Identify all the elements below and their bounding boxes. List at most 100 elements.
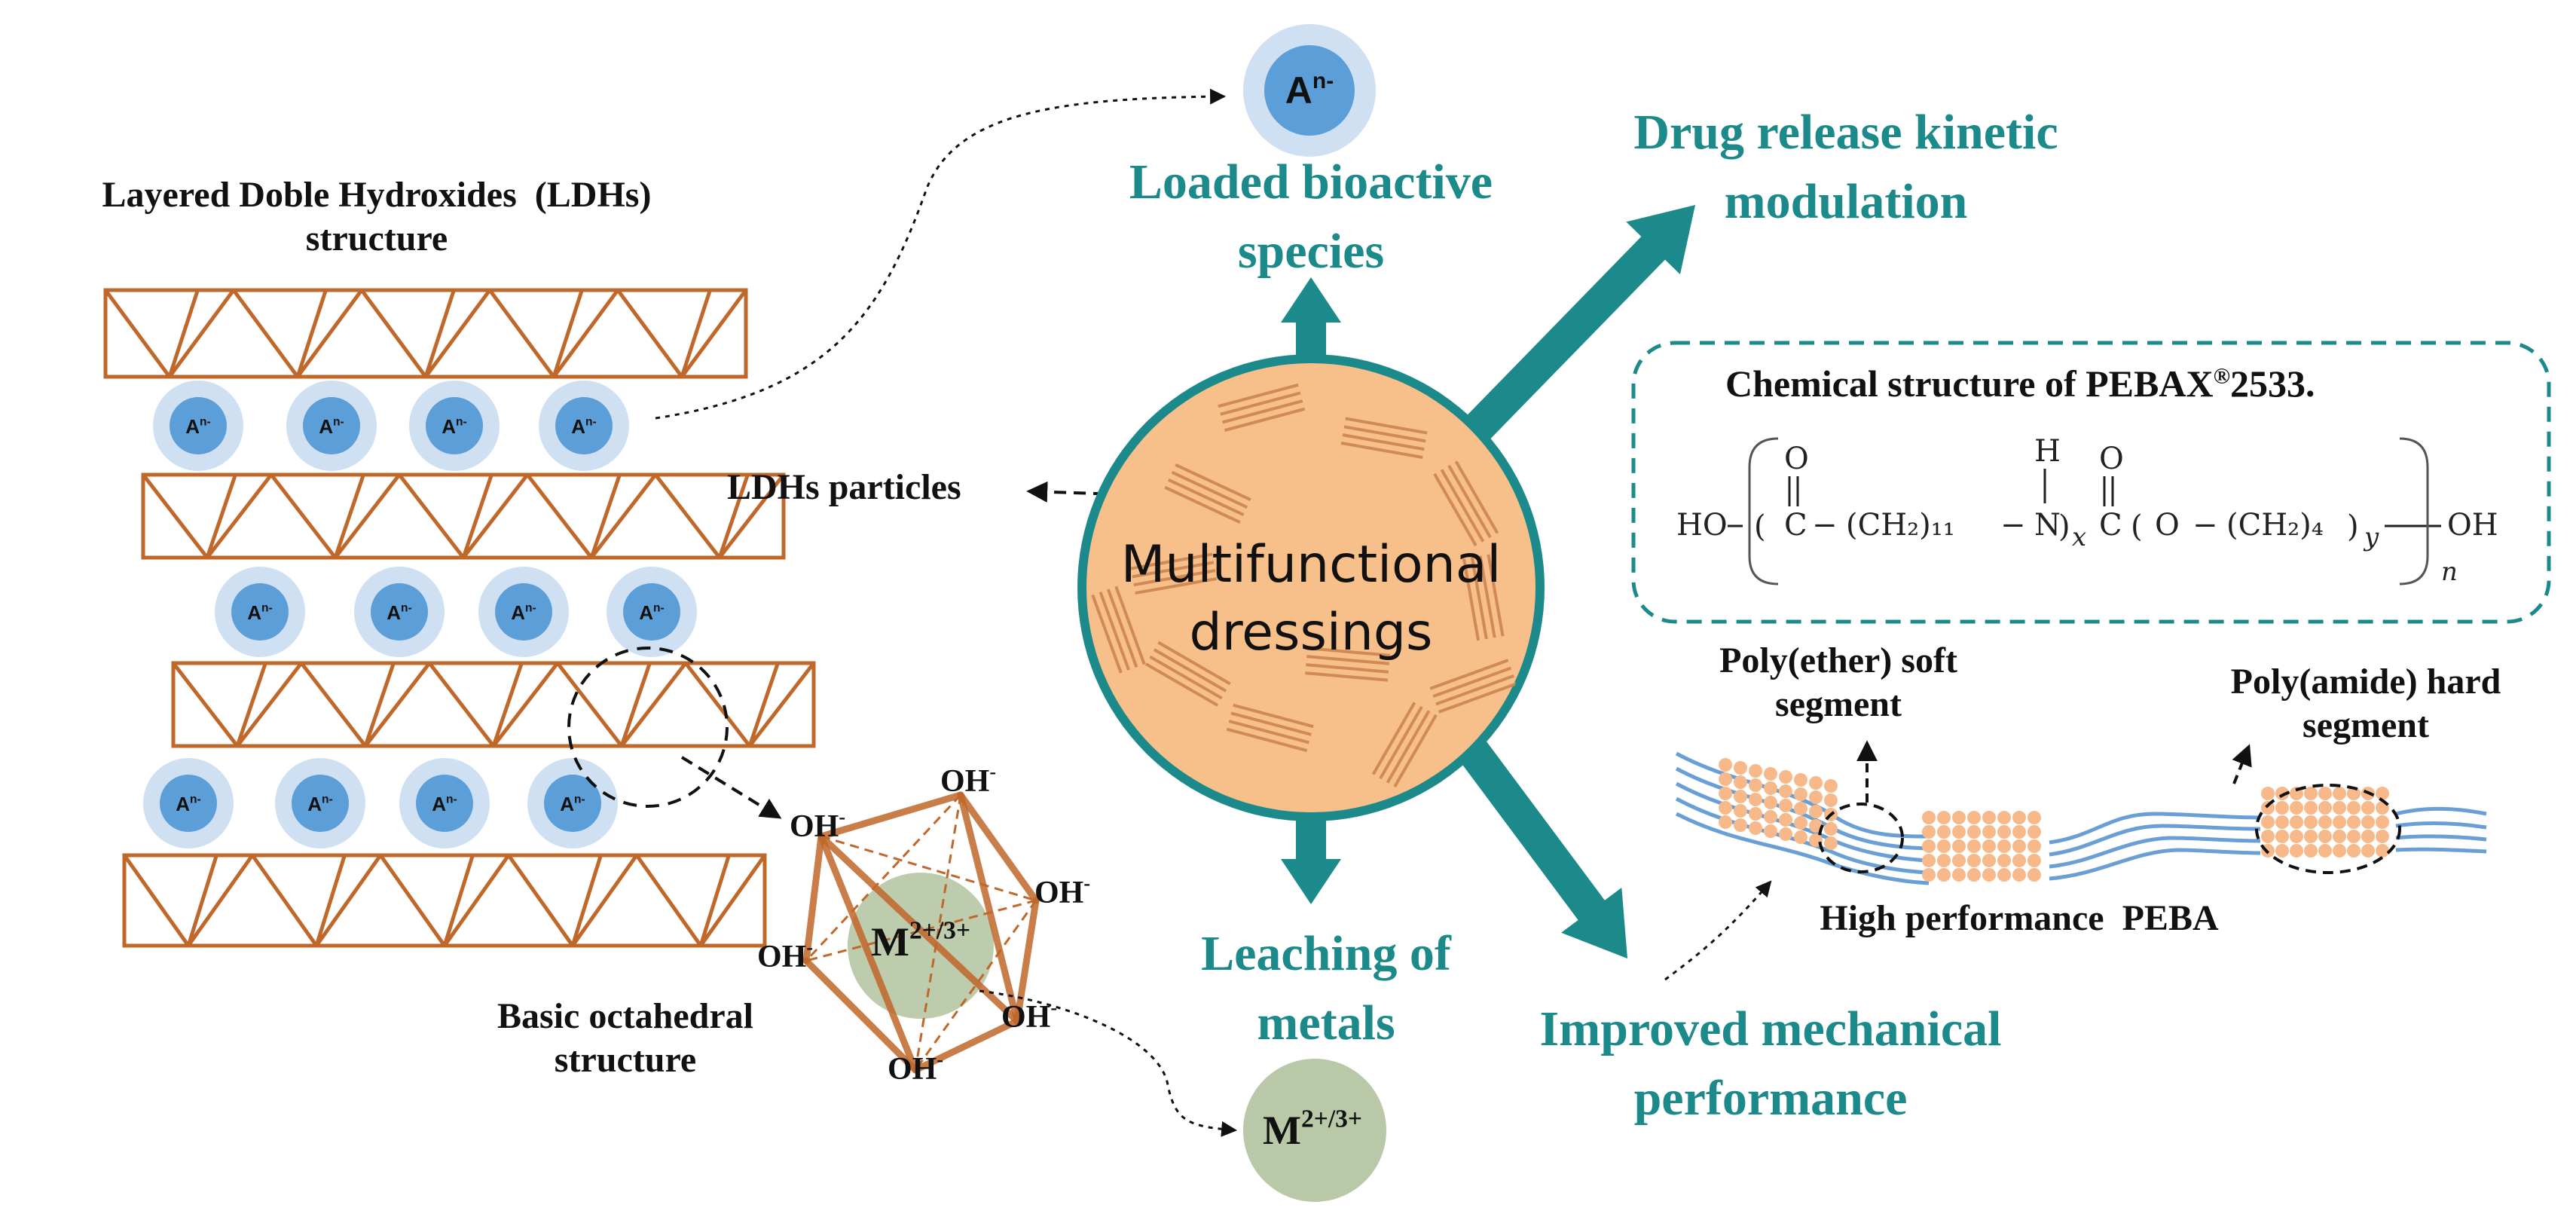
hydroxyl-label: OH- <box>888 1048 943 1087</box>
formula-carbonyl-o1: O <box>1784 442 1809 476</box>
interlayer-anion: An- <box>143 758 234 848</box>
svg-text:−: − <box>2193 508 2218 543</box>
hard-segment-block <box>2261 787 2389 858</box>
hydroxyl-label: OH- <box>790 806 845 844</box>
metal-release-connector <box>979 989 1238 1137</box>
polymer-strand <box>2049 812 2261 845</box>
formula-ho: HO <box>1676 508 1728 543</box>
zoom-pointer <box>680 756 782 819</box>
formula-sub-n: n <box>2441 557 2458 587</box>
interlayer-anion: An- <box>607 567 697 657</box>
formula-amide-n: N <box>2034 508 2061 543</box>
ldh-particle <box>1218 383 1306 433</box>
octahedron: M2+/3+OH-OH-OH-OH-OH-OH- <box>757 760 1090 1087</box>
ldh-layer <box>122 853 767 948</box>
pebax-title: Chemical structure of PEBAX®2533. <box>1725 362 2315 405</box>
svg-text:−: − <box>2000 508 2026 543</box>
arrow-drug-release <box>1450 205 1695 457</box>
anion-label: An- <box>319 415 344 438</box>
ldh-particles-label: LDHs particles <box>727 467 961 507</box>
formula-bracket-right <box>2399 437 2429 585</box>
released-metal-label: M2+/3+ <box>1263 1105 1362 1153</box>
anion-label: An- <box>185 415 211 438</box>
formula-ether-o: O <box>2155 508 2180 543</box>
anion-label: An- <box>432 793 457 815</box>
svg-text:): ) <box>2347 509 2359 544</box>
ldh-particle <box>1164 463 1251 524</box>
anion-label: An- <box>560 793 585 815</box>
polymer-strand <box>1675 766 1930 851</box>
hard-segment-block <box>1922 811 2041 882</box>
anion-label: An- <box>511 601 536 624</box>
ldh-particle <box>1091 585 1146 674</box>
ldh-layer <box>141 472 786 560</box>
polymer-strand <box>2395 834 2487 842</box>
ldh-particle <box>1340 417 1428 460</box>
ldh-title: Layered Doble Hydroxides (LDHs) structur… <box>102 175 652 258</box>
hard-segment-pointer <box>2232 744 2252 784</box>
formula-carbonyl-c2: C <box>2099 508 2122 543</box>
interlayer-anion: An- <box>409 381 500 471</box>
hydroxyl-label: OH- <box>757 936 813 974</box>
interlayer-anion: An- <box>399 758 490 848</box>
arrow-down <box>1281 799 1341 904</box>
released-anion: An- <box>1243 24 1376 157</box>
svg-text:): ) <box>2058 509 2070 544</box>
anion-label: An- <box>307 793 333 815</box>
ldh-particle <box>1462 554 1505 641</box>
polymer-strand <box>2395 821 2487 830</box>
released-anion-label: An- <box>1285 69 1334 112</box>
polymer-strand <box>2395 806 2487 816</box>
interlayer-anion: An- <box>275 758 365 848</box>
anion-label: An- <box>387 601 412 624</box>
released-metal: M2+/3+ <box>1243 1059 1386 1202</box>
ldh-particle <box>1305 647 1390 682</box>
formula-amide-h: H <box>2034 434 2061 469</box>
anion-label: An- <box>247 601 273 624</box>
hydroxyl-label: OH- <box>1001 996 1057 1035</box>
anion-label: An- <box>176 793 201 815</box>
hard-segment-marker <box>2255 784 2401 874</box>
outcome-arrows <box>1281 205 1695 958</box>
octahedral-structure: M2+/3+OH-OH-OH-OH-OH-OH- <box>567 647 1090 1087</box>
polymer-strand <box>2049 836 2261 869</box>
ldh-particle <box>1130 552 1218 595</box>
polymer-strand <box>1675 812 1930 885</box>
ldh-layer <box>171 661 816 748</box>
polymer-strand <box>2049 824 2261 857</box>
arrow-up <box>1281 277 1341 377</box>
ldh-particle <box>1226 703 1314 753</box>
ldh-layer <box>103 288 748 379</box>
formula-carbonyl-o2: O <box>2099 442 2124 476</box>
dressing-circle <box>1077 354 1545 821</box>
connector-arrows: An- M2+/3+ <box>655 24 1772 1202</box>
metal-center <box>848 873 994 1019</box>
formula-sub-x: x <box>2072 522 2086 552</box>
anion-label: An- <box>639 601 665 624</box>
interlayer-anion: An- <box>153 381 243 471</box>
anion-label: An- <box>571 415 597 438</box>
ldh-particle <box>1371 702 1438 788</box>
interlayer-anion: An- <box>478 567 569 657</box>
interlayer-anion: An- <box>286 381 377 471</box>
polymer-strand <box>2049 848 2261 881</box>
svg-text:−: − <box>1812 508 1838 543</box>
peba-caption: High performance PEBA <box>1820 898 2219 938</box>
interlayer-anion: An- <box>215 567 305 657</box>
formula-carbonyl-c1: C <box>1784 508 1807 543</box>
ldh-interlayer-ions: An- An- An- An- An- An- An- An- An- An- An- An- <box>143 381 697 848</box>
svg-text:(: ( <box>2131 509 2143 544</box>
interlayer-anion: An- <box>539 381 629 471</box>
hydroxyl-label: OH- <box>940 760 996 799</box>
soft-segment-marker <box>1818 803 1904 873</box>
formula-ch2-11: (CH₂)₁₁ <box>1846 508 1955 543</box>
